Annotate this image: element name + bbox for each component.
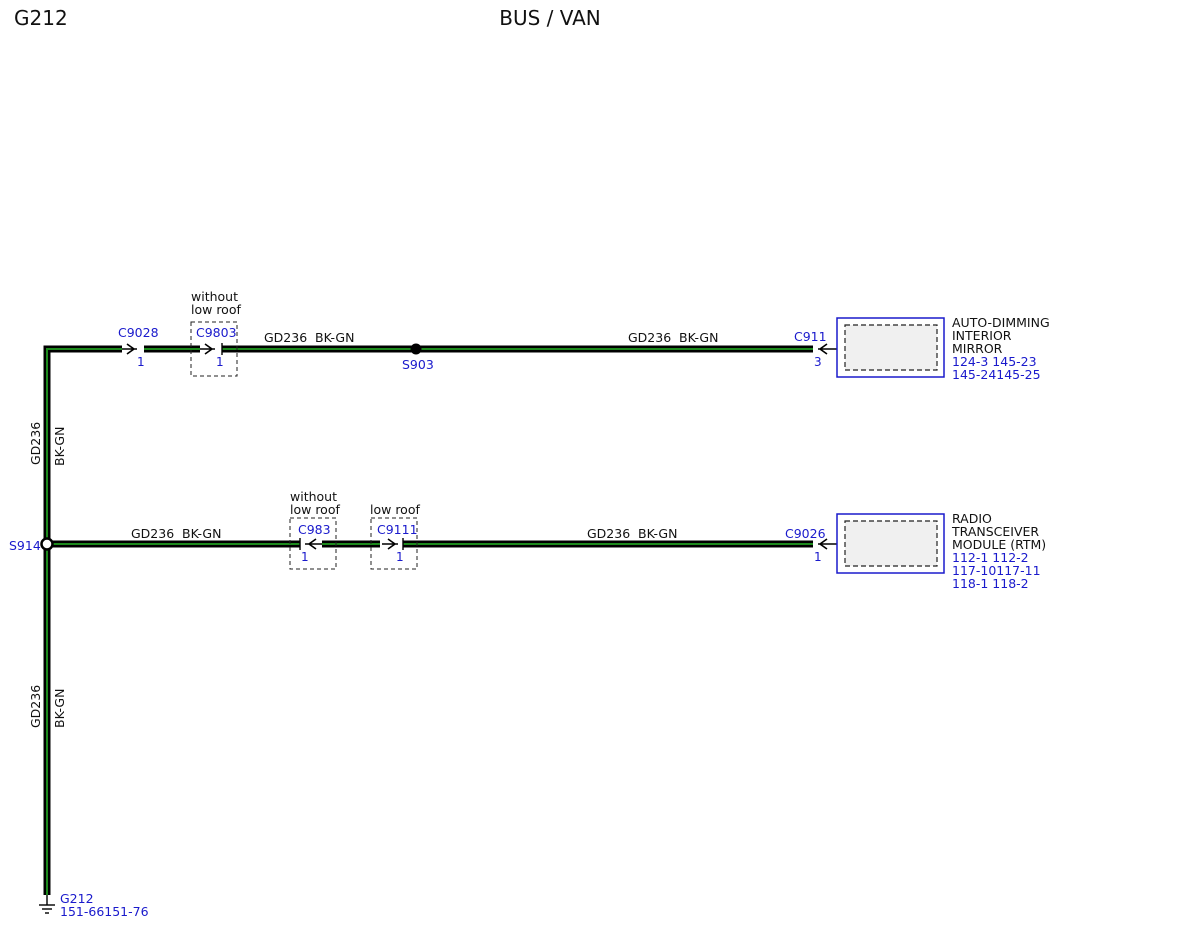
option-box-c9111 xyxy=(370,517,418,570)
splice-s914-icon[interactable] xyxy=(40,537,54,551)
option-box-c9803 xyxy=(190,321,238,377)
connector-c9026-id[interactable]: C9026 xyxy=(785,526,826,541)
wire-harness xyxy=(43,345,813,895)
connector-c9111-id[interactable]: C9111 xyxy=(377,522,418,537)
wire-code-label: GD236 xyxy=(628,330,671,345)
wire-code-label: GD236 xyxy=(264,330,307,345)
connector-c983-icon[interactable] xyxy=(305,538,322,550)
splice-s903-icon[interactable] xyxy=(410,343,422,355)
option-box-c983 xyxy=(289,517,337,570)
mirror-name-line-3: MIRROR xyxy=(952,341,1003,356)
ground-id[interactable]: G212 xyxy=(60,891,94,906)
condition-note: without xyxy=(290,489,337,504)
ground-icon[interactable] xyxy=(39,895,55,914)
wire-color-label: BK-GN xyxy=(638,526,677,541)
connector-c9028-id[interactable]: C9028 xyxy=(118,325,159,340)
connector-c983-id[interactable]: C983 xyxy=(298,522,331,537)
connector-c983-pin: 1 xyxy=(301,550,309,564)
wire-color-label-vertical: BK-GN xyxy=(52,689,67,728)
mirror-name-line-2: INTERIOR xyxy=(952,328,1012,343)
wire-color-label: BK-GN xyxy=(315,330,354,345)
mirror-name-line-1: AUTO-DIMMING xyxy=(952,315,1050,330)
connector-c9111-pin: 1 xyxy=(396,550,404,564)
mirror-ref-2[interactable]: 145-24145-25 xyxy=(952,367,1041,382)
connector-c9803-pin: 1 xyxy=(216,355,224,369)
connector-c9026-pin: 1 xyxy=(814,550,822,564)
wire-code-label: GD236 xyxy=(131,526,174,541)
splice-s903-label[interactable]: S903 xyxy=(402,357,434,372)
connector-c9803-id[interactable]: C9803 xyxy=(196,325,237,340)
connector-c9028-pin: 1 xyxy=(137,355,145,369)
rtm-ref-2[interactable]: 117-10117-11 xyxy=(952,563,1041,578)
rtm-name-line-2: TRANSCEIVER xyxy=(951,524,1039,539)
connector-c911-pin: 3 xyxy=(814,355,822,369)
ground-refs[interactable]: 151-66151-76 xyxy=(60,904,149,919)
connector-symbols xyxy=(122,343,840,550)
wire-code-label: GD236 xyxy=(587,526,630,541)
rtm-ref-3[interactable]: 118-1 118-2 xyxy=(952,576,1029,591)
component-mirror[interactable] xyxy=(836,317,945,378)
condition-note: low roof xyxy=(191,302,241,317)
wire-color-label-vertical: BK-GN xyxy=(52,427,67,466)
connector-c9028-icon[interactable] xyxy=(122,343,137,355)
splice-s914-label[interactable]: S914 xyxy=(9,538,41,553)
connector-c9111-icon[interactable] xyxy=(382,538,398,550)
connector-c9803-icon[interactable] xyxy=(200,343,215,355)
connector-c911-id[interactable]: C911 xyxy=(794,329,827,344)
page-title: BUS / VAN xyxy=(499,6,601,30)
wire-code-label-vertical: GD236 xyxy=(28,685,43,728)
condition-note: low roof xyxy=(370,502,420,517)
page-code: G212 xyxy=(14,6,68,30)
rtm-name-line-1: RADIO xyxy=(952,511,992,526)
condition-note: low roof xyxy=(290,502,340,517)
rtm-ref-1[interactable]: 112-1 112-2 xyxy=(952,550,1029,565)
rtm-name-line-3: MODULE (RTM) xyxy=(952,537,1046,552)
wire-code-label-vertical: GD236 xyxy=(28,422,43,465)
component-rtm[interactable] xyxy=(836,513,945,574)
condition-note: without xyxy=(191,289,238,304)
wire-color-label: BK-GN xyxy=(679,330,718,345)
mirror-ref-1[interactable]: 124-3 145-23 xyxy=(952,354,1037,369)
wire-color-label: BK-GN xyxy=(182,526,221,541)
